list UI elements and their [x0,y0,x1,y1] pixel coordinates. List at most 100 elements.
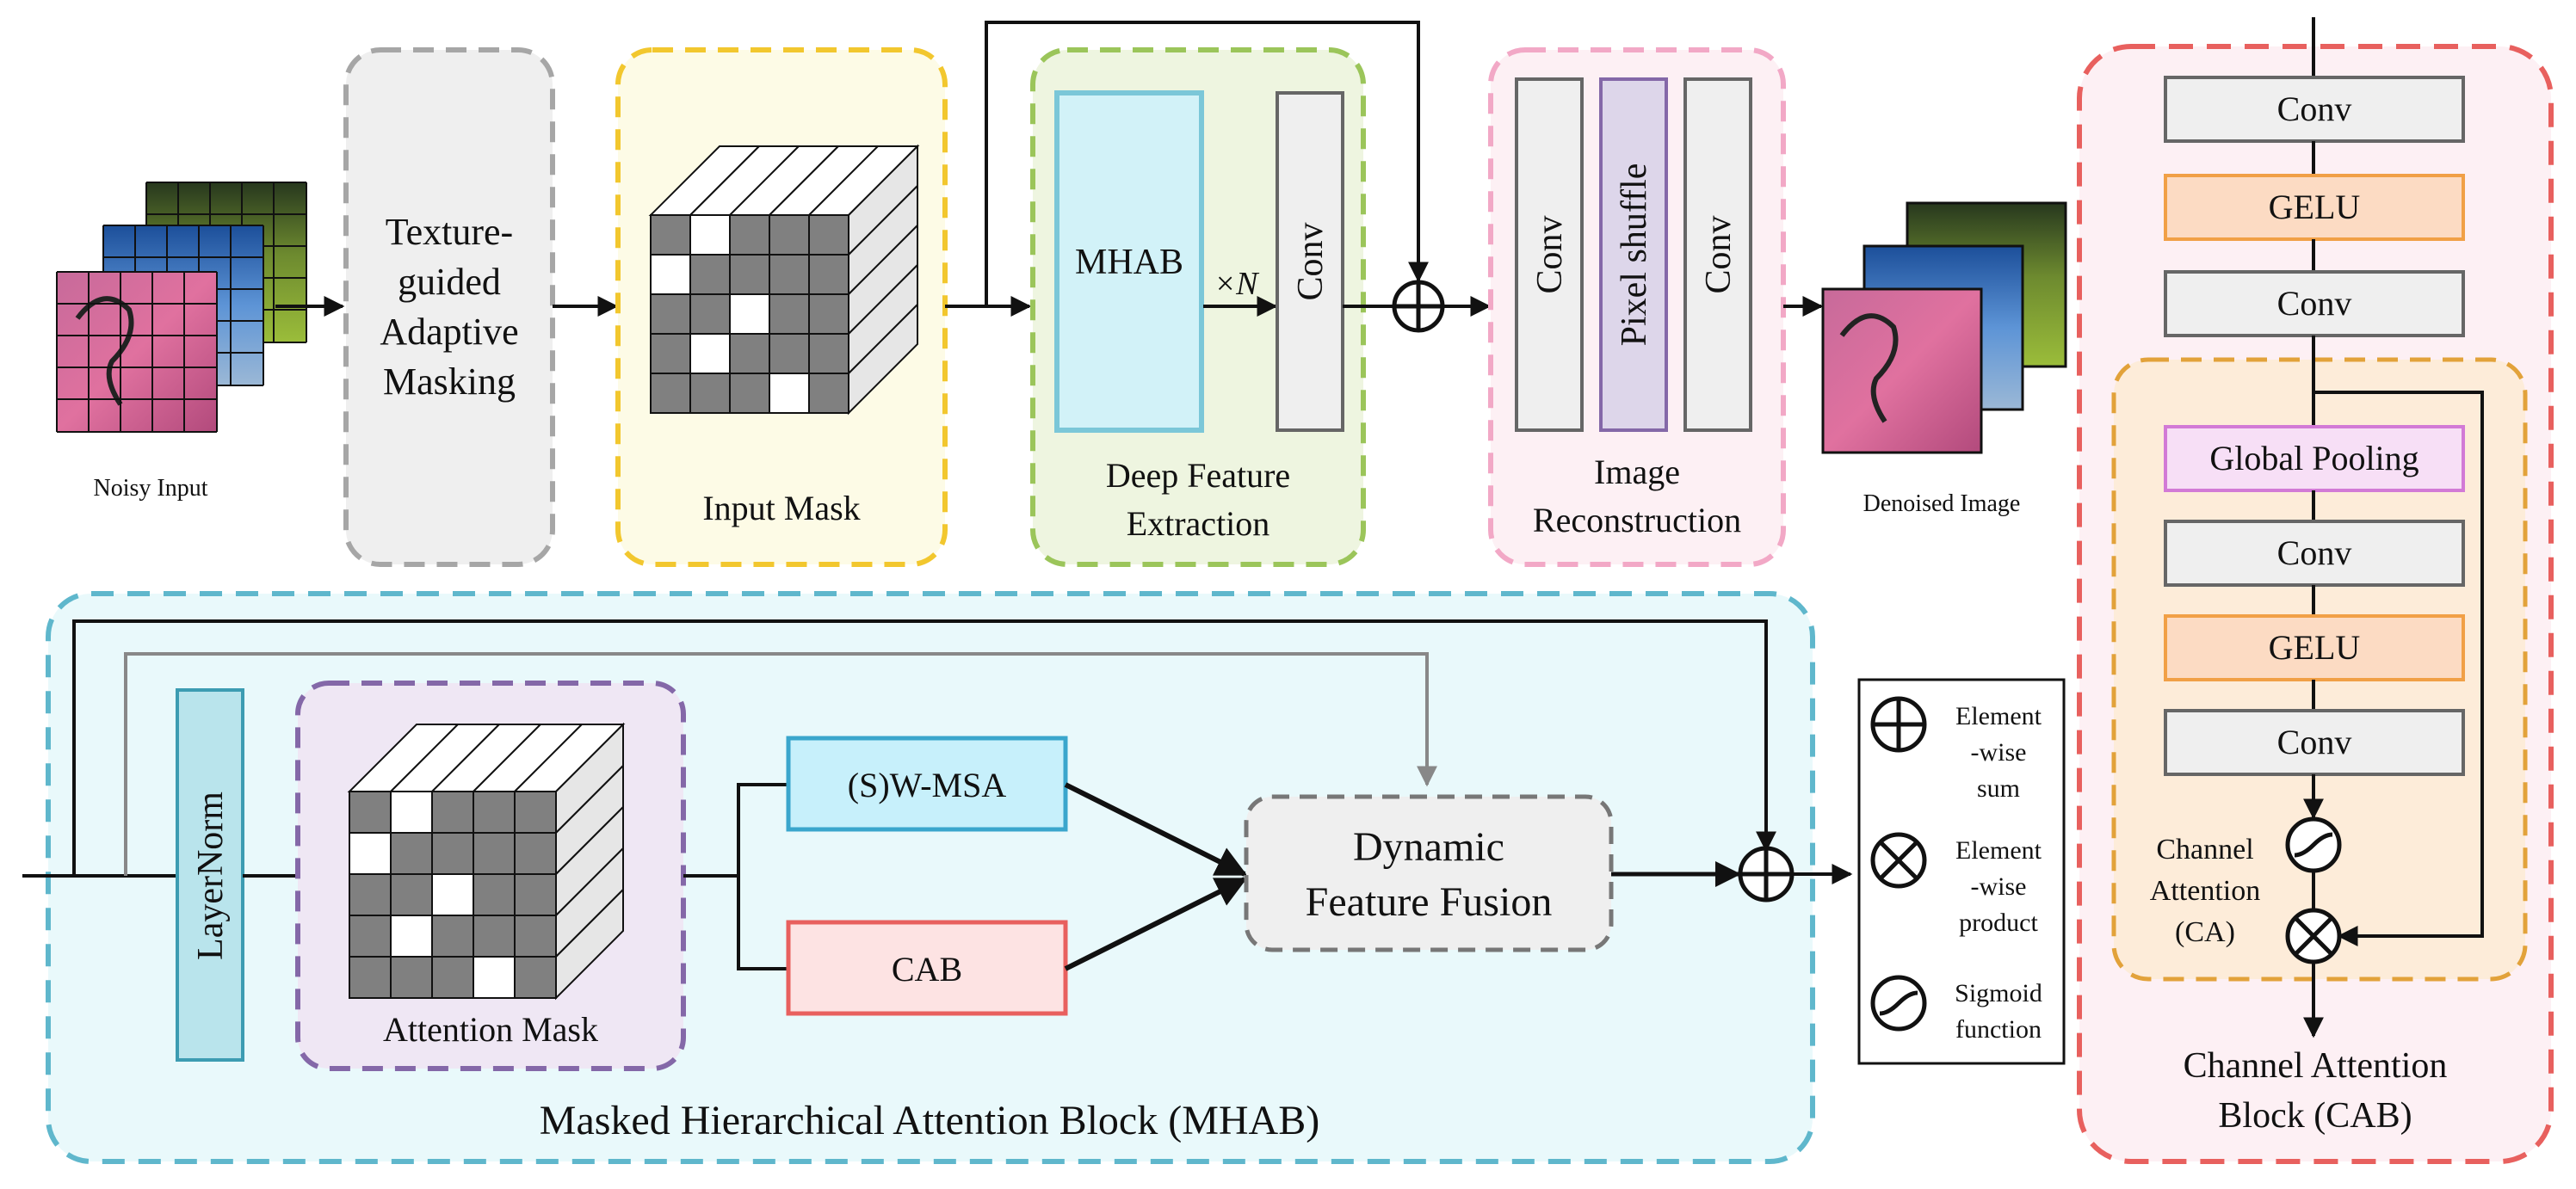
mask-cube-front-cell [689,254,731,295]
mask-cube-front-cell [769,373,810,414]
mask-cube-front-cell [650,333,691,374]
mask-cube-front-cell [473,873,516,916]
mask-cube-front-cell [769,254,810,295]
mask-cube-front-cell [808,214,849,256]
mask-cube-front-cell [689,373,731,414]
mask-cube-front-cell [473,915,516,958]
legend-product-line-3: product [1959,909,2038,937]
recon-conv-block-1 [1515,77,1584,432]
cab-small-label: CAB [892,950,962,989]
mask-cube-front-cell [514,956,557,999]
dfe-label-line-2: Extraction [1127,504,1270,543]
mask-cube-front-cell [769,214,810,256]
mask-cube-front-cell [431,915,474,958]
arrow-cab-to-dff [1064,877,1248,971]
legend-product-icon [1870,832,1927,889]
mask-cube-front-cell [689,293,731,335]
tam-line-3: Adaptive [380,311,518,353]
mask-cube-front-cell [390,956,433,999]
mhab-element-wise-sum-icon [1738,846,1795,903]
legend-sigmoid-line-1: Sigmoid [1955,979,2042,1007]
denoised-image-flamingo [1821,287,1983,454]
swmsa-block [786,736,1068,832]
tam-line-2: guided [398,261,501,303]
cab-gelu-2-label: GELU [2269,628,2361,667]
mhab-small-label: MHAB [1075,243,1183,282]
legend-box: Element -wise sum Element -wise product … [1857,678,2066,1065]
layernorm-block [176,688,244,1062]
mask-cube-front-cell [808,293,849,335]
mask-cube-front-cell [689,333,731,374]
mask-cube-front-cell [769,293,810,335]
recon-conv-label-1: Conv [1530,215,1570,293]
mask-cube-front-cell [390,832,433,875]
recon-conv-block-2 [1683,77,1752,432]
mask-cube-front-cell [390,915,433,958]
dfe-conv-label: Conv [1291,222,1331,300]
tam-line-1: Texture- [386,211,513,253]
mask-cube-front-cell [473,956,516,999]
mask-cube-front-cell [514,832,557,875]
noisy-input-stack: Noisy Input [56,182,307,502]
mhab-feature-path [124,652,1437,876]
noisy-image-flamingo [56,271,218,433]
mask-cube-front-cell [514,873,557,916]
times-n-label: ×N [1214,266,1261,302]
cab-conv-4-label: Conv [2277,723,2352,761]
input-mask-box: Input Mask [615,47,948,567]
legend-sum-line-1: Element [1955,702,2042,730]
arrow-swmsa-to-dff [1064,782,1248,877]
mask-cube-front-cell [390,873,433,916]
cab-gelu-1-label: GELU [2269,188,2361,226]
mask-cube-front-cell [349,832,392,875]
mhab-detail-block: LayerNorm Attention Mask (S)W-MSA CAB Dy… [22,591,1853,1164]
line-split-to-cab [737,876,788,970]
cab-title-line-1: Channel Attention [2184,1046,2448,1086]
mask-cube-front-cell [650,293,691,335]
recon-label-line-2: Reconstruction [1533,501,1741,539]
global-pooling-label: Global Pooling [2209,439,2418,477]
mask-cube-front-cell [729,214,770,256]
mask-cube-front-cell [689,214,731,256]
mask-cube-front-cell [650,254,691,295]
legend-sigmoid-icon [1870,975,1927,1032]
cab-conv-1-label: Conv [2277,89,2352,128]
dynamic-feature-fusion-block [1244,794,1614,952]
mask-cube-front-cell [473,791,516,834]
mask-cube-front-cell [729,373,770,414]
cab-product-icon [2285,908,2342,964]
mask-cube-front-cell [349,791,392,834]
mask-cube-front-cell [808,373,849,414]
mask-cube-front-cell [514,915,557,958]
tam-line-4: Masking [383,360,516,403]
mask-cube-front-cell [729,333,770,374]
cab-conv-3-label: Conv [2277,533,2352,572]
denoised-image-label: Denoised Image [1863,490,2021,517]
pixel-shuffle-label: Pixel shuffle [1615,163,1654,347]
cab-title-line-2: Block (CAB) [2218,1096,2412,1136]
swmsa-label: (S)W-MSA [848,766,1007,804]
mask-cube-front-cell [431,832,474,875]
denoised-image-stack: Denoised Image [1821,201,2067,517]
pixel-shuffle-block [1599,77,1668,432]
cab-conv-2-label: Conv [2277,284,2352,323]
line-split-to-swmsa [737,783,788,876]
mask-cube-front-cell [431,956,474,999]
cab-detail-block: Conv GELU Conv Global Pooling Conv GELU … [2077,17,2554,1164]
deep-feature-extraction-box: MHAB ×N Conv Deep Feature Extraction [1030,47,1366,567]
legend-sum-line-2: -wise [1971,738,2027,767]
mhab-residual-path [72,619,1776,876]
input-mask-label: Input Mask [702,489,860,527]
image-reconstruction-box: Conv Pixel shuffle Conv Image Reconstruc… [1488,47,1786,567]
cab-sigmoid-icon [2285,816,2342,873]
mask-cube-front-cell [473,832,516,875]
mask-cube-front-cell [650,214,691,256]
dff-label-line-1: Dynamic [1353,824,1504,870]
mask-cube-front-cell [431,873,474,916]
legend-sum-icon [1870,696,1927,753]
mask-cube-front-cell [808,254,849,295]
layernorm-label: LayerNorm [191,792,231,960]
skip-connection-dfe [985,21,1429,306]
global-pooling-block [2164,425,2465,492]
mask-cube-front-cell [349,873,392,916]
